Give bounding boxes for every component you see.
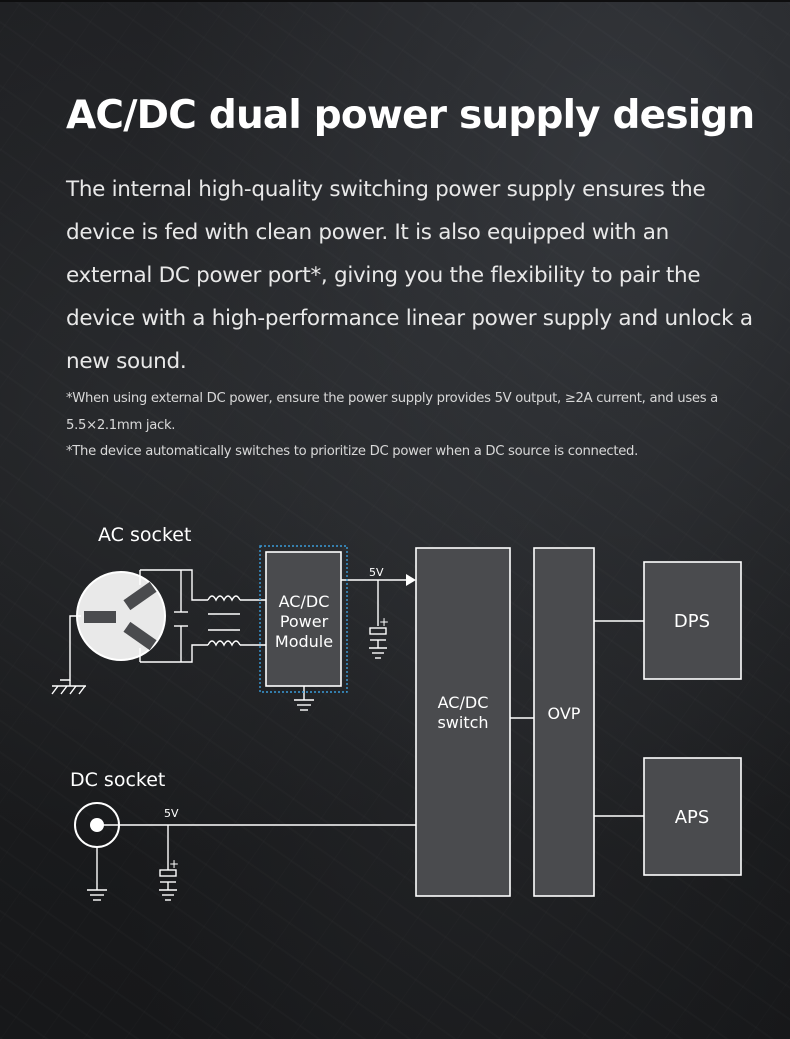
module-label-line1: AC/DC (279, 592, 330, 611)
cap-plus-ac: + (379, 615, 389, 629)
module-label-line3: Module (275, 632, 333, 651)
ovp-label: OVP (548, 704, 581, 723)
aps-block (643, 757, 742, 876)
ac-ground-wire (60, 615, 81, 681)
output-capacitor-icon (369, 580, 387, 659)
common-mode-choke-icon (207, 595, 266, 647)
chassis-ground-icon (51, 680, 86, 695)
x-capacitor-icon (174, 570, 188, 662)
dc-socket-pin (90, 818, 104, 832)
dps-label: DPS (674, 611, 710, 632)
aps-label: APS (675, 807, 710, 828)
page-title: AC/DC dual power supply design (66, 93, 755, 138)
ac-line-top (140, 569, 208, 601)
ac-socket-pins (84, 581, 157, 651)
footnotes: *When using external DC power, ensure th… (66, 386, 746, 466)
footnote-dc-power: *When using external DC power, ensure th… (66, 391, 718, 433)
voltage-label-dc: 5V (164, 807, 179, 820)
cap-plus-dc: + (169, 857, 179, 871)
switch-label-line2: switch (437, 713, 488, 732)
acdc-switch-block (415, 547, 511, 897)
arrow-into-switch (406, 574, 416, 586)
module-ground-icon (294, 686, 314, 711)
dc-socket-label: DC socket (70, 769, 165, 791)
description-text: The internal high-quality switching powe… (66, 177, 753, 374)
ac-line-bottom (140, 644, 208, 663)
footnote-auto-switch: *The device automatically switches to pr… (66, 444, 638, 459)
ac-socket-label: AC socket (98, 524, 191, 546)
dc-capacitor-icon (159, 825, 177, 901)
ovp-block (533, 547, 595, 897)
dc-ground-icon (87, 847, 107, 901)
power-module-highlight (259, 545, 348, 693)
power-module-block (265, 551, 342, 687)
module-label-line2: Power (280, 612, 329, 631)
voltage-label-ac: 5V (369, 566, 384, 579)
switch-label-line1: AC/DC (438, 693, 489, 712)
top-border (0, 0, 790, 2)
dps-block (643, 561, 742, 680)
